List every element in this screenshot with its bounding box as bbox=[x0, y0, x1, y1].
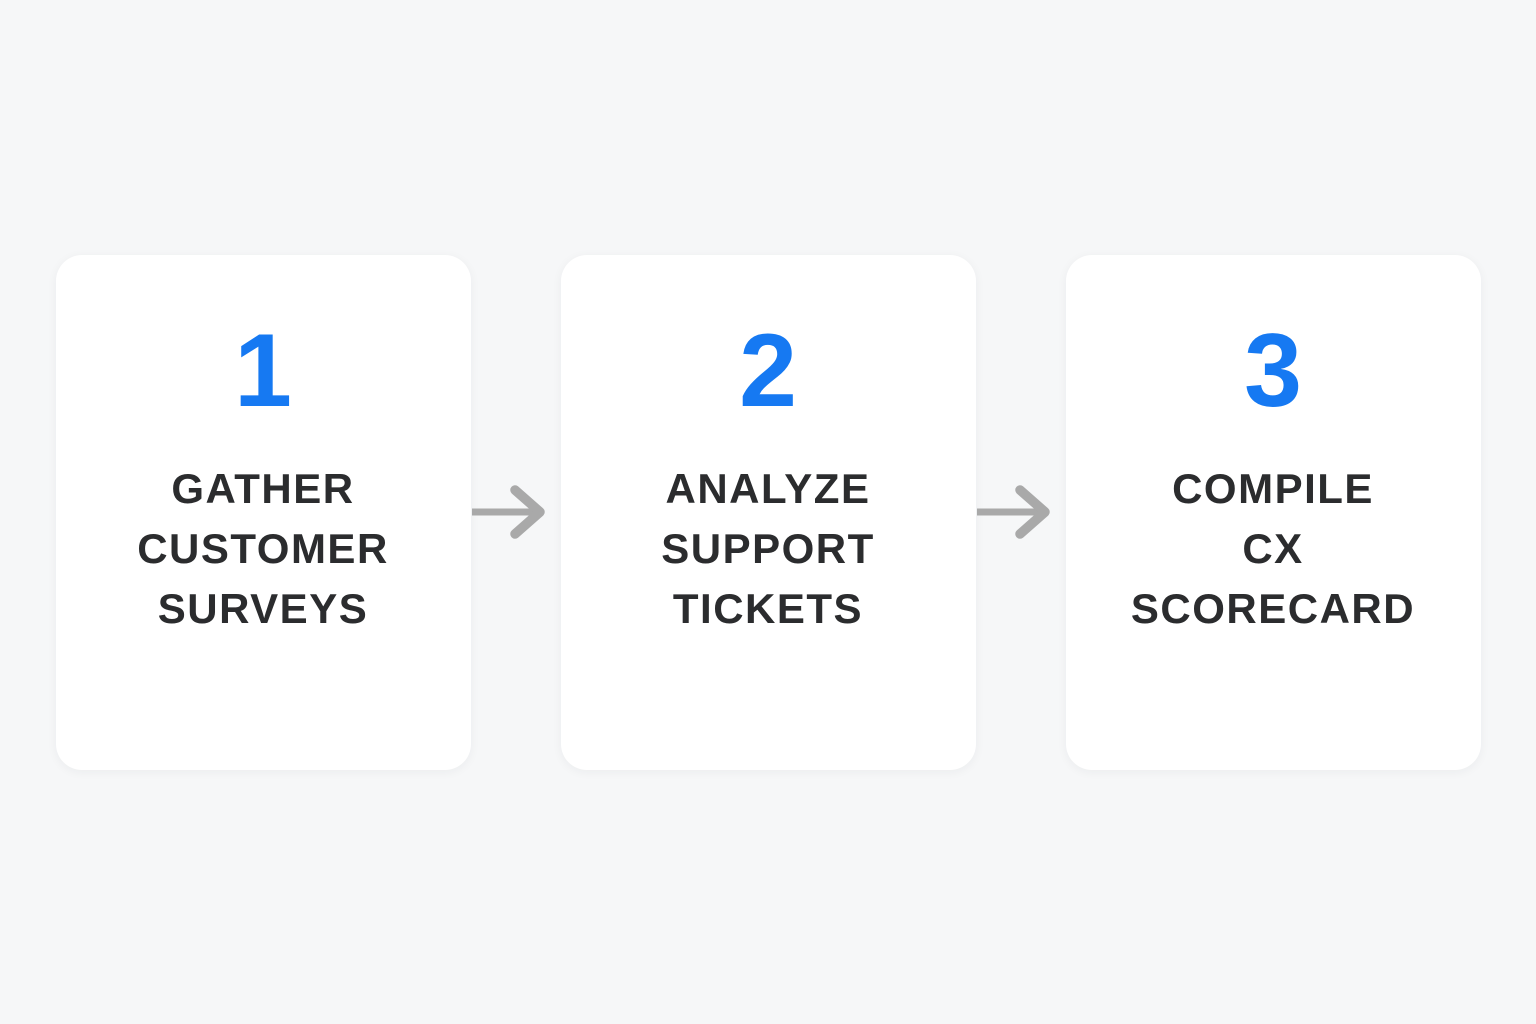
step-title-line: SCORECARD bbox=[1130, 584, 1416, 632]
step-title-line: ANALYZE bbox=[665, 464, 871, 512]
step-title-line: GATHER bbox=[171, 464, 355, 512]
step-number: 1 bbox=[234, 312, 292, 429]
step-card-1: 1 GATHER CUSTOMER SURVEYS bbox=[55, 254, 471, 770]
step-card-3: 3 COMPILE CX SCORECARD bbox=[1065, 254, 1481, 770]
step-number: 2 bbox=[739, 312, 797, 429]
step-title-line: COMPILE bbox=[1172, 464, 1374, 512]
step-title-line: SURVEYS bbox=[157, 584, 369, 632]
step-title-line: TICKETS bbox=[672, 584, 864, 632]
arrow-right-icon bbox=[976, 485, 1050, 539]
arrow-right-icon bbox=[471, 485, 545, 539]
step-number: 3 bbox=[1244, 312, 1302, 429]
step-title-line: SUPPORT bbox=[661, 524, 875, 572]
steps-flow: 1 GATHER CUSTOMER SURVEYS 2 ANALYZE SUPP… bbox=[55, 254, 1481, 770]
step-card-2: 2 ANALYZE SUPPORT TICKETS bbox=[560, 254, 976, 770]
step-title: ANALYZE SUPPORT TICKETS bbox=[661, 459, 875, 639]
step-title-line: CX bbox=[1242, 524, 1304, 572]
step-title: COMPILE CX SCORECARD bbox=[1131, 459, 1415, 639]
flow-arrow-2 bbox=[976, 255, 1066, 770]
flow-arrow-1 bbox=[471, 255, 561, 770]
step-title-line: CUSTOMER bbox=[137, 524, 389, 572]
step-title: GATHER CUSTOMER SURVEYS bbox=[137, 459, 389, 639]
